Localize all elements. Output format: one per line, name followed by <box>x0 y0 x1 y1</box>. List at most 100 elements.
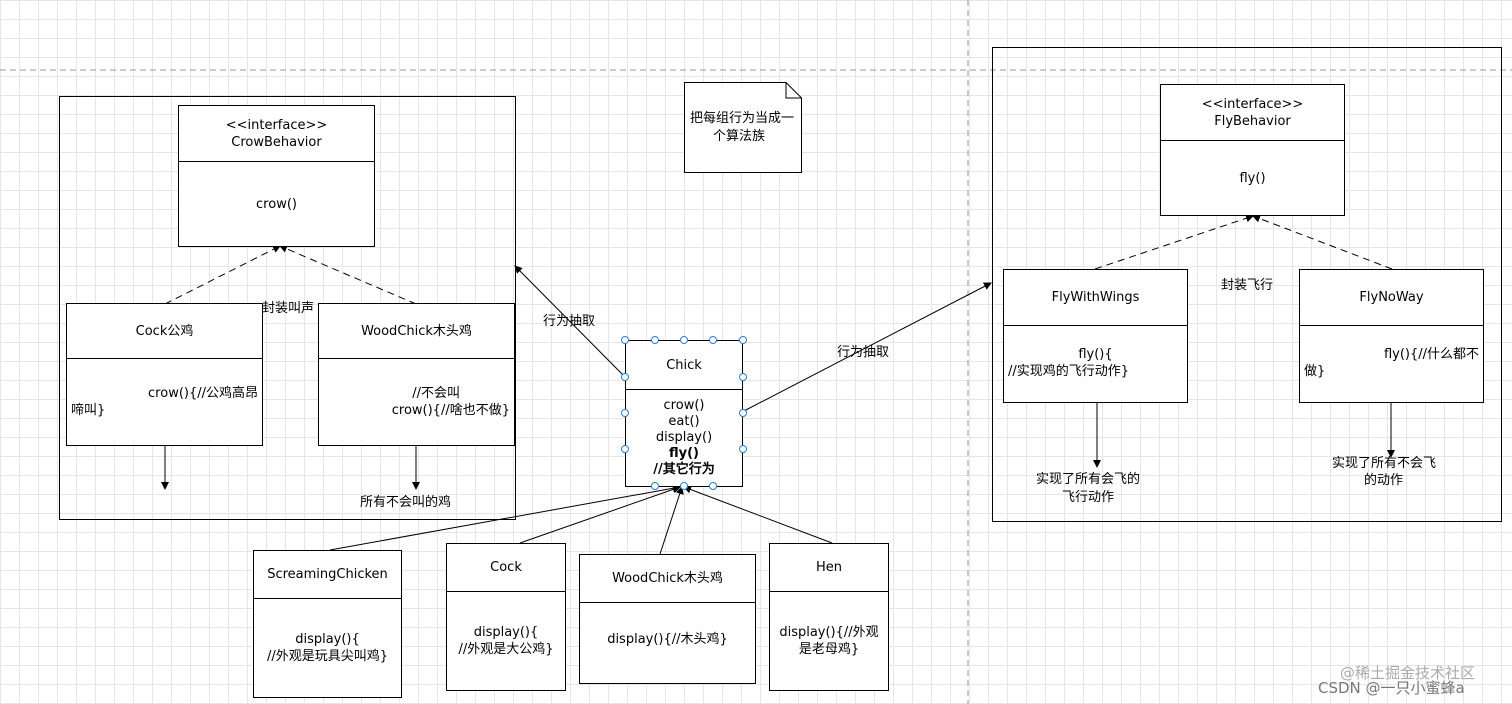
method-label: crow() <box>256 197 297 212</box>
method-line: //实现鸡的飞行动作} <box>1008 364 1130 379</box>
selection-handle[interactable] <box>739 336 747 344</box>
label-extract-left: 行为抽取 <box>543 314 596 329</box>
label-all-no-crow: 所有不会叫的鸡 <box>360 495 452 510</box>
note-text-line1: 把每组行为当成一 <box>690 111 795 126</box>
crow-behavior-interface[interactable]: <<interface>> CrowBehavior crow() <box>178 105 375 247</box>
realize-wood <box>279 245 417 305</box>
note-shape <box>684 82 802 173</box>
method-line: display(){ <box>295 632 360 647</box>
inherit-hen <box>683 485 833 544</box>
method-line: crow(){//啥也不做} <box>391 403 510 418</box>
fly-no-way-class[interactable]: FlyNoWay fly(){//什么都不 做} <box>1299 269 1484 403</box>
method-line: //其它行为 <box>653 462 715 477</box>
cock-header: Cock <box>447 544 565 592</box>
class-name: CrowBehavior <box>231 134 322 150</box>
method-line: display(){//木头鸡} <box>607 632 728 647</box>
selection-handle[interactable] <box>739 445 747 453</box>
fly-with-wings-class[interactable]: FlyWithWings fly(){ //实现鸡的飞行动作} <box>1003 269 1188 403</box>
method-line: crow() <box>663 398 705 413</box>
woodchick-crow-body: //不会叫 crow(){//啥也不做} <box>319 359 514 419</box>
realize-cock <box>164 245 281 305</box>
class-name: WoodChick木头鸡 <box>612 571 723 586</box>
method-line: 做} <box>1304 364 1326 379</box>
screaming-chicken-body: display(){ //外观是玩具尖叫鸡} <box>254 599 401 665</box>
fly-behavior-body: fly() <box>1161 141 1344 216</box>
method-line: fly() <box>669 446 699 461</box>
label-all-fly-line2: 飞行动作 <box>1062 490 1115 505</box>
selection-handle[interactable] <box>709 482 717 490</box>
class-name: FlyWithWings <box>1051 290 1140 305</box>
cock-class[interactable]: Cock display(){ //外观是大公鸡} <box>446 543 566 691</box>
cock-body: display(){ //外观是大公鸡} <box>447 592 565 658</box>
fly-behavior-interface[interactable]: <<interface>> FlyBehavior fly() <box>1160 84 1345 216</box>
label-fly-encap: 封装飞行 <box>1221 278 1274 293</box>
method-line: fly(){//什么都不 <box>1383 347 1479 362</box>
selection-handle[interactable] <box>680 482 688 490</box>
fly-no-way-header: FlyNoWay <box>1300 270 1483 326</box>
fly-with-wings-header: FlyWithWings <box>1004 270 1187 326</box>
stereotype-label: <<interface>> <box>225 117 328 133</box>
realize-noway <box>1252 214 1393 270</box>
selection-handle[interactable] <box>739 409 747 417</box>
class-name: ScreamingChicken <box>267 567 388 582</box>
selection-handle[interactable] <box>621 445 629 453</box>
stereotype-label: <<interface>> <box>1201 96 1304 112</box>
hen-class[interactable]: Hen display(){//外观 是老母鸡} <box>769 543 889 691</box>
fly-with-wings-body: fly(){ //实现鸡的飞行动作} <box>1004 326 1187 380</box>
crow-behavior-body: crow() <box>179 162 374 247</box>
label-all-fly-line1: 实现了所有会飞的 <box>1036 472 1141 487</box>
crow-behavior-header: <<interface>> CrowBehavior <box>179 106 374 162</box>
label-all-nofly-line1: 实现了所有不会飞 <box>1332 456 1437 471</box>
fly-no-way-body: fly(){//什么都不 做} <box>1300 326 1483 380</box>
method-line: crow(){//公鸡高昂 <box>148 386 258 401</box>
class-name: Chick <box>666 357 702 373</box>
selection-handle[interactable] <box>621 336 629 344</box>
label-extract-right: 行为抽取 <box>837 345 890 360</box>
method-line: display(){ <box>473 625 539 640</box>
watermark-juejin: @稀土掘金技术社区 <box>1340 664 1476 682</box>
fly-behavior-frame <box>992 47 1502 522</box>
selection-handle[interactable] <box>651 482 659 490</box>
selection-handle[interactable] <box>651 336 659 344</box>
extract-left-arrow <box>514 265 626 378</box>
cock-crow-header: Cock公鸡 <box>67 304 262 359</box>
woodchick-body: display(){//木头鸡} <box>580 603 755 648</box>
method-line: 是老母鸡} <box>798 642 860 657</box>
inherit-cock <box>519 485 681 544</box>
method-line: display() <box>655 430 713 445</box>
screaming-chicken-class[interactable]: ScreamingChicken display(){ //外观是玩具尖叫鸡} <box>253 550 402 698</box>
method-line: fly(){ <box>1078 347 1113 362</box>
woodchick-crow-class[interactable]: WoodChick木头鸡 //不会叫 crow(){//啥也不做} <box>318 303 515 446</box>
method-label: fly() <box>1239 171 1266 186</box>
selection-handle[interactable] <box>739 373 747 381</box>
chick-class[interactable]: Chick crow() eat() display() fly() //其它行… <box>625 340 743 487</box>
screaming-chicken-header: ScreamingChicken <box>254 551 401 599</box>
selection-handle[interactable] <box>680 336 688 344</box>
note-text-line2: 个算法族 <box>713 129 766 144</box>
class-name: Cock公鸡 <box>135 323 194 339</box>
method-line: display(){//外观 <box>779 625 879 640</box>
method-line: 啼叫} <box>71 403 106 418</box>
method-line: //外观是玩具尖叫鸡} <box>266 649 389 664</box>
method-line: eat() <box>668 414 700 429</box>
inherit-wood <box>659 486 684 555</box>
cock-crow-class[interactable]: Cock公鸡 crow(){//公鸡高昂 啼叫} <box>66 303 263 446</box>
class-name: Hen <box>815 560 842 575</box>
label-all-nofly-line2: 的动作 <box>1364 473 1404 488</box>
woodchick-crow-header: WoodChick木头鸡 <box>319 304 514 359</box>
crow-behavior-frame <box>59 96 516 520</box>
method-line: //外观是大公鸡} <box>458 642 554 657</box>
class-name: FlyNoWay <box>1359 290 1424 305</box>
extract-right-arrow <box>741 282 992 413</box>
hen-body: display(){//外观 是老母鸡} <box>770 592 888 658</box>
woodchick-class[interactable]: WoodChick木头鸡 display(){//木头鸡} <box>579 554 756 684</box>
hen-header: Hen <box>770 544 888 592</box>
chick-header: Chick <box>626 341 742 390</box>
selection-handle[interactable] <box>709 336 717 344</box>
selection-handle[interactable] <box>621 409 629 417</box>
label-crow-encap: 封装叫声 <box>262 301 315 316</box>
chick-body: crow() eat() display() fly() //其它行为 <box>626 390 742 478</box>
watermark-csdn: CSDN @一只小蜜蜂a <box>1318 679 1465 697</box>
selection-handle[interactable] <box>621 373 629 381</box>
